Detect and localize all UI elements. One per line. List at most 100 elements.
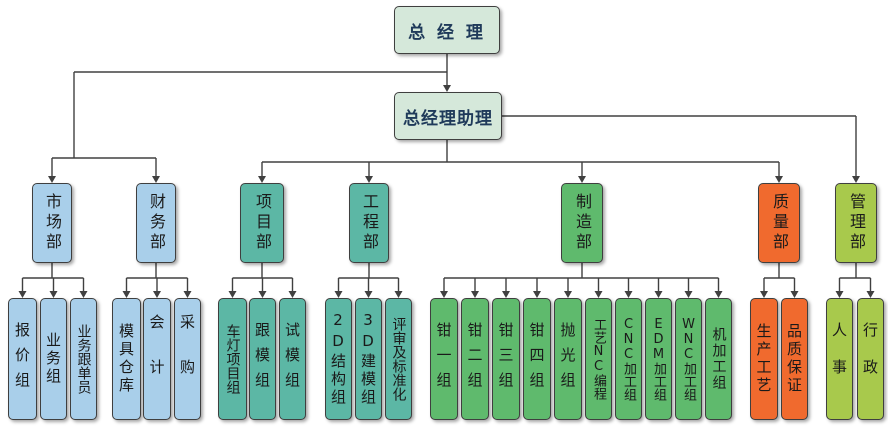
dept-quality-label: 质量部 bbox=[770, 193, 789, 253]
dept-project: 项目部 bbox=[240, 183, 284, 263]
leaf-label: 钳二组 bbox=[465, 321, 484, 397]
leaf-label: 评审及标准化 bbox=[390, 317, 407, 401]
dept-arrowhead-icon bbox=[152, 176, 160, 183]
leaf-arrowhead-icon bbox=[684, 291, 693, 298]
leaf-arrowhead-icon bbox=[594, 291, 603, 298]
leaf-label: 会计 bbox=[147, 314, 166, 404]
leaf-box: 人事 bbox=[826, 298, 853, 420]
leaf-label: 报价组 bbox=[13, 321, 31, 397]
dept-arrowhead-icon bbox=[578, 176, 586, 183]
leaf-arrowhead-icon bbox=[760, 291, 768, 298]
leaf-arrowhead-icon bbox=[471, 291, 479, 298]
dept-arrowhead-icon bbox=[48, 176, 56, 183]
leaf-box: 模具仓库 bbox=[112, 298, 141, 420]
dept-arrowhead-icon bbox=[775, 176, 783, 183]
dept-arrowhead-icon bbox=[258, 176, 266, 183]
leaf-arrowhead-icon bbox=[502, 291, 510, 298]
general-manager-label: 总 经 理 bbox=[408, 22, 486, 43]
leaf-arrowhead-icon bbox=[228, 291, 237, 298]
leaf-label: 机加工组 bbox=[710, 327, 727, 391]
leaf-box: 行政 bbox=[857, 298, 884, 420]
leaf-label: 2D结构组 bbox=[329, 311, 347, 407]
leaf-label: 行政 bbox=[861, 322, 879, 396]
leaf-label: 试模组 bbox=[283, 321, 301, 397]
leaf-box: 会计 bbox=[143, 298, 171, 420]
leaf-box: 试模组 bbox=[279, 298, 306, 420]
dept-manufacturing: 制造部 bbox=[561, 183, 603, 263]
dept-finance: 财务部 bbox=[136, 183, 176, 263]
leaf-arrowhead-icon bbox=[153, 291, 161, 298]
leaf-box: 2D结构组 bbox=[325, 298, 352, 420]
leaf-arrowhead-icon bbox=[288, 291, 297, 298]
dept-arrowhead-icon bbox=[365, 176, 373, 183]
leaf-box: 抛光组 bbox=[554, 298, 582, 420]
dept-management: 管理部 bbox=[835, 183, 877, 263]
general-manager-assistant-label: 总经理助理 bbox=[403, 108, 493, 129]
leaf-box: 车灯项目组 bbox=[218, 298, 247, 420]
leaf-label: 钳四组 bbox=[527, 321, 546, 397]
leaf-box: 3D建模组 bbox=[355, 298, 382, 420]
leaf-arrowhead-icon bbox=[533, 291, 541, 298]
leaf-box: 工艺NC编程 bbox=[585, 298, 612, 420]
general-manager-assistant-box: 总经理助理 bbox=[394, 92, 502, 140]
leaf-label: WNC加工组 bbox=[681, 317, 696, 401]
leaf-arrowhead-icon bbox=[79, 291, 88, 298]
dept-engineering: 工程部 bbox=[349, 183, 389, 263]
leaf-arrowhead-icon bbox=[18, 291, 27, 298]
leaf-box: 机加工组 bbox=[705, 298, 732, 420]
leaf-label: 品质保证 bbox=[785, 323, 803, 395]
leaf-arrowhead-icon bbox=[790, 291, 799, 298]
dept-project-label: 项目部 bbox=[253, 193, 272, 253]
leaf-box: 评审及标准化 bbox=[385, 298, 412, 420]
dept-finance-label: 财务部 bbox=[147, 193, 166, 253]
leaf-arrowhead-icon bbox=[394, 291, 403, 298]
leaf-box: 跟模组 bbox=[249, 298, 276, 420]
leaf-box: 钳四组 bbox=[523, 298, 551, 420]
dept-arrowhead-icon bbox=[852, 176, 860, 183]
leaf-box: 钳三组 bbox=[492, 298, 520, 420]
leaf-label: EDM加工组 bbox=[651, 317, 666, 401]
dept-quality: 质量部 bbox=[758, 183, 800, 263]
dept-market-label: 市场部 bbox=[43, 193, 62, 253]
leaf-box: 业务跟单员 bbox=[70, 298, 97, 420]
leaf-arrowhead-icon bbox=[624, 291, 633, 298]
leaf-label: 模具仓库 bbox=[117, 323, 135, 395]
leaf-box: 钳一组 bbox=[430, 298, 458, 420]
leaf-box: 报价组 bbox=[8, 298, 37, 420]
leaf-arrowhead-icon bbox=[364, 291, 373, 298]
leaf-label: 抛光组 bbox=[558, 321, 577, 397]
leaf-label: 业务组 bbox=[44, 332, 62, 386]
dept-engineering-label: 工程部 bbox=[360, 193, 379, 253]
leaf-arrowhead-icon bbox=[714, 291, 723, 298]
leaf-label: 钳一组 bbox=[434, 321, 453, 397]
dept-market: 市场部 bbox=[32, 183, 72, 263]
leaf-box: 采购 bbox=[174, 298, 201, 420]
leaf-label: 3D建模组 bbox=[359, 311, 377, 407]
leaf-box: EDM加工组 bbox=[645, 298, 672, 420]
leaf-box: 生产工艺 bbox=[750, 298, 778, 420]
leaf-label: 车灯项目组 bbox=[224, 324, 241, 394]
leaf-label: 钳三组 bbox=[496, 321, 515, 397]
leaf-arrowhead-icon bbox=[334, 291, 343, 298]
leaf-box: 品质保证 bbox=[781, 298, 808, 420]
leaf-arrowhead-icon bbox=[258, 291, 267, 298]
leaf-label: 生产工艺 bbox=[754, 323, 773, 395]
leaf-arrowhead-icon bbox=[654, 291, 663, 298]
assistant-arrowhead-icon bbox=[443, 85, 451, 92]
leaf-label: 跟模组 bbox=[253, 321, 271, 397]
leaf-arrowhead-icon bbox=[440, 291, 448, 298]
dept-manufacturing-label: 制造部 bbox=[573, 193, 592, 253]
dept-management-label: 管理部 bbox=[847, 193, 866, 253]
leaf-arrowhead-icon bbox=[122, 291, 131, 298]
leaf-label: 采购 bbox=[178, 314, 196, 404]
general-manager-box: 总 经 理 bbox=[394, 6, 500, 54]
leaf-arrowhead-icon bbox=[835, 291, 844, 298]
leaf-box: CNC加工组 bbox=[615, 298, 642, 420]
leaf-label: 业务跟单员 bbox=[75, 324, 92, 394]
leaf-box: WNC加工组 bbox=[675, 298, 702, 420]
leaf-label: 人事 bbox=[830, 322, 848, 396]
leaf-box: 业务组 bbox=[40, 298, 67, 420]
leaf-arrowhead-icon bbox=[49, 291, 58, 298]
leaf-label: CNC加工组 bbox=[621, 317, 636, 401]
